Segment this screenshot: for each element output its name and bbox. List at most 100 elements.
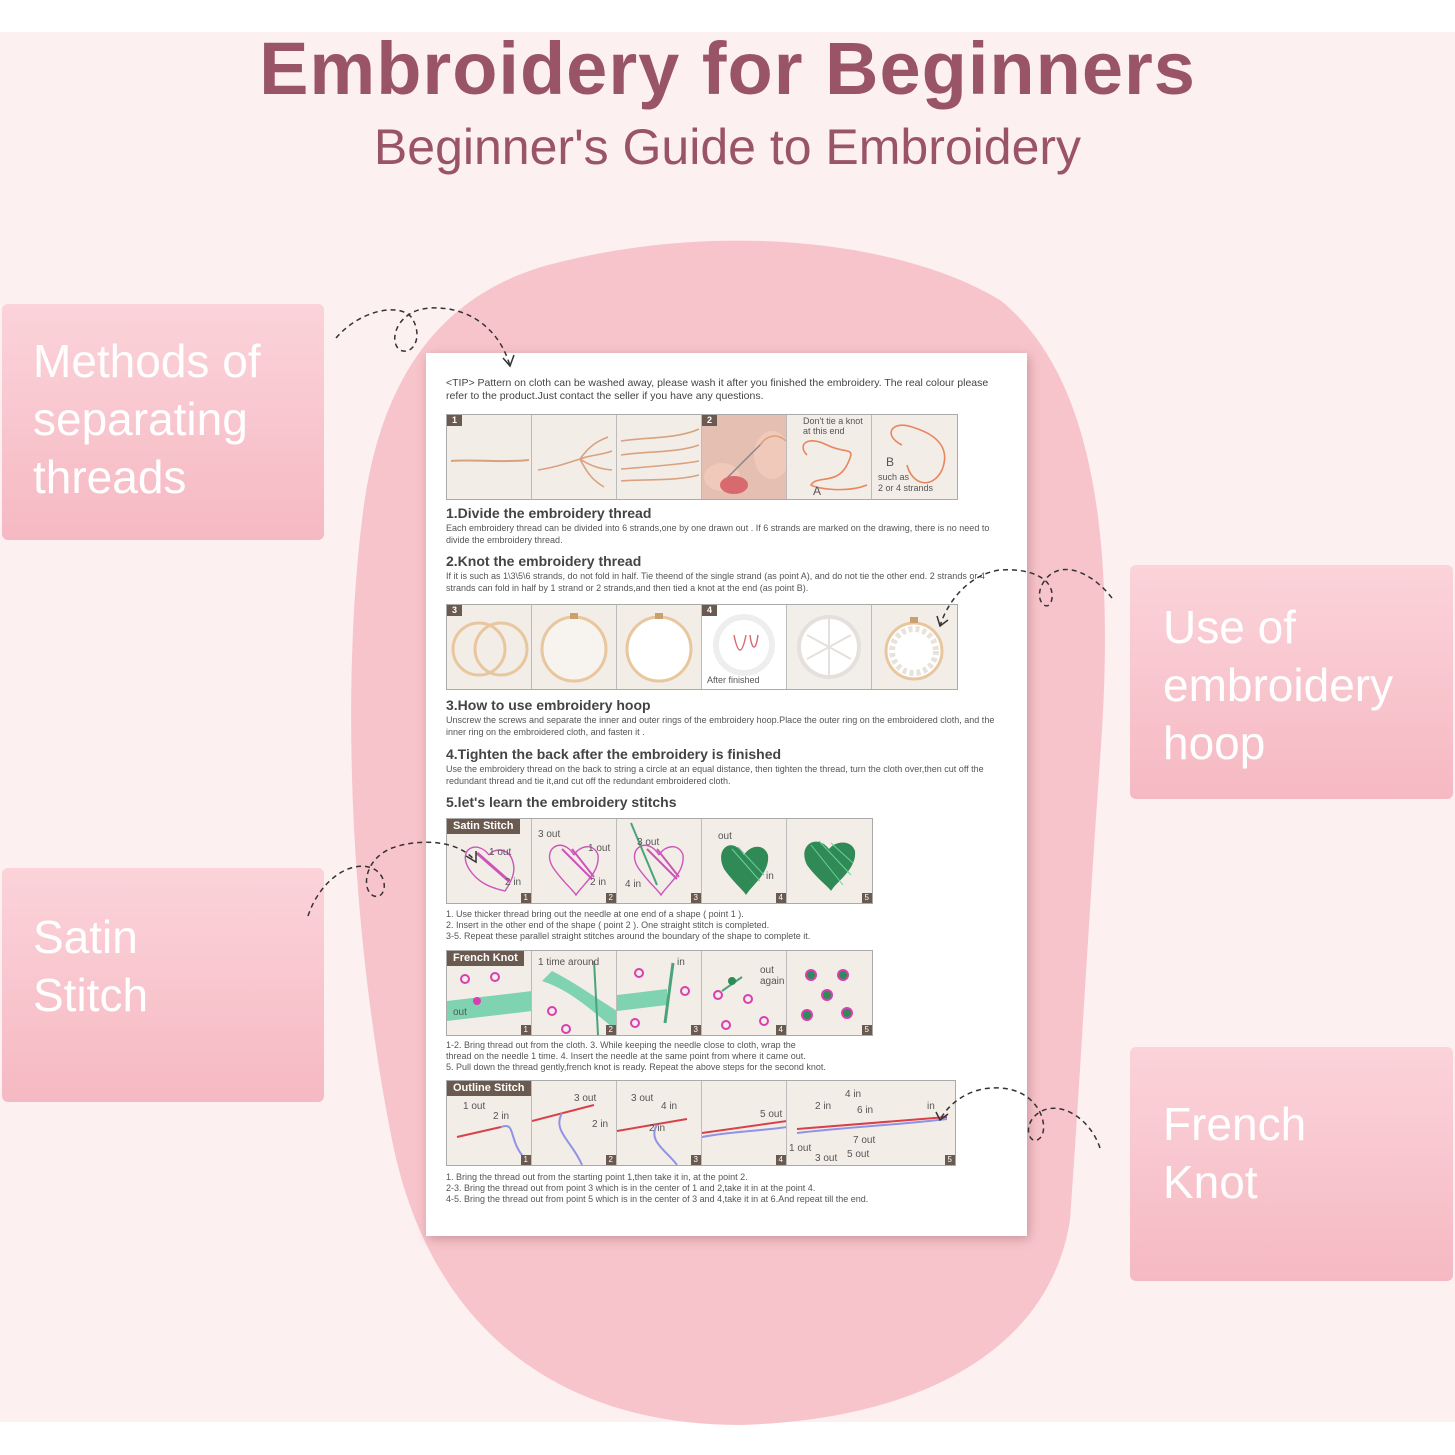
stitch-label: 3 out xyxy=(631,1093,654,1104)
outline-stitch-strip: Outline Stitch 1 out 2 in 1 3 out 2 in 2… xyxy=(446,1080,956,1166)
french-desc: 5. Pull down the thread gently,french kn… xyxy=(446,1062,826,1072)
outline-desc: 4-5. Bring the thread out from point 5 w… xyxy=(446,1194,869,1204)
stitch-label: 6 in xyxy=(857,1105,874,1116)
strip-panel xyxy=(532,415,617,499)
step-number: 5 xyxy=(944,1155,955,1165)
stitch-label: 3 out xyxy=(637,837,660,848)
strip-panel xyxy=(872,605,957,689)
callout-satin-stitch: Satin Stitch xyxy=(2,868,324,1102)
strip-panel: 5 xyxy=(787,819,872,903)
stitch-label: 1 out xyxy=(789,1143,812,1154)
stitch-label: 3 out xyxy=(815,1153,838,1164)
stitch-label: 4 in xyxy=(845,1089,862,1100)
strip-panel: 3 out 4 in 2 in 3 xyxy=(617,1081,702,1165)
stitch-label: 2 in xyxy=(493,1111,510,1122)
strip-panel: Satin Stitch 1 out 2 in 1 xyxy=(447,819,532,903)
strip-panel: 5 xyxy=(787,951,872,1035)
stitch-label: 5 out xyxy=(760,1109,783,1120)
stitch-label: in xyxy=(766,871,774,882)
strip-panel: 1 xyxy=(447,415,532,499)
step-number: 2 xyxy=(605,893,616,903)
tip-text: <TIP> Pattern on cloth can be washed awa… xyxy=(446,377,989,402)
step-number: 2 xyxy=(702,415,718,426)
stitch-label: out xyxy=(453,1007,467,1018)
after-finished-label: After finished xyxy=(707,675,760,685)
strip-panel: 3 out 2 in 2 xyxy=(532,1081,617,1165)
section-description: Unscrew the screws and separate the inne… xyxy=(446,715,995,737)
step-number: 4 xyxy=(775,893,786,903)
stitch-label: 4 in xyxy=(625,879,642,890)
strip-panel: 5 out 4 xyxy=(702,1081,787,1165)
callout-line: Stitch xyxy=(33,969,149,1021)
stitch-label: out xyxy=(718,831,732,842)
point-label: B xyxy=(886,455,895,469)
outline-desc: 2-3. Bring the thread out from point 3 w… xyxy=(446,1183,816,1193)
stitch-label: 5 out xyxy=(847,1149,870,1160)
stitch-label: 4 in xyxy=(661,1101,678,1112)
stitch-tag: Satin Stitch xyxy=(447,819,520,834)
callout-line: Satin xyxy=(33,911,138,963)
satin-desc: 1. Use thicker thread bring out the need… xyxy=(446,909,744,919)
step-number: 5 xyxy=(861,1025,872,1035)
strip-panel: 2 xyxy=(702,415,787,499)
french-desc: 1-2. Bring thread out from the cloth. 3.… xyxy=(446,1040,796,1050)
stitch-label: 2 in xyxy=(815,1101,832,1112)
strip-panel xyxy=(617,605,702,689)
callout-line: embroidery xyxy=(1163,659,1394,711)
strip-panel: in 3 xyxy=(617,951,702,1035)
stitch-label: 7 out xyxy=(853,1135,876,1146)
instruction-sheet: <TIP> Pattern on cloth can be washed awa… xyxy=(426,353,1027,1236)
strip-panel: French Knot out 1 xyxy=(447,951,532,1035)
callout-line: Knot xyxy=(1163,1156,1258,1208)
strip-panel: out in 4 xyxy=(702,819,787,903)
step-number: 4 xyxy=(702,605,718,616)
french-desc: thread on the needle 1 time. 4. Insert t… xyxy=(446,1051,806,1061)
section-title: 5.let's learn the embroidery stitchs xyxy=(446,794,677,810)
callout-line: hoop xyxy=(1163,717,1266,769)
step-number: 1 xyxy=(520,1155,531,1165)
strip-panel: 4 in 2 in 6 in 7 out 1 out 3 out 5 out i… xyxy=(787,1081,955,1165)
note-text: 2 or 4 strands xyxy=(878,483,934,493)
section-title: 4.Tighten the back after the embroidery … xyxy=(446,746,782,762)
stitch-label: out xyxy=(760,965,774,976)
strip-panel xyxy=(787,605,872,689)
strip-panel xyxy=(532,605,617,689)
callout-line: separating xyxy=(33,393,248,445)
section-title: 3.How to use embroidery hoop xyxy=(446,697,651,713)
stitch-label: 2 in xyxy=(590,877,607,888)
step-number: 3 xyxy=(690,1155,701,1165)
satin-desc: 3-5. Repeat these parallel straight stit… xyxy=(446,931,811,941)
thread-separation-strip: 1 2 Don't tie a knot at this end A B suc… xyxy=(446,414,958,500)
callout-line: Methods of xyxy=(33,335,261,387)
callout-separating-threads: Methods of separating threads xyxy=(2,304,324,540)
page-subtitle: Beginner's Guide to Embroidery xyxy=(373,119,1082,175)
strip-panel: out again 4 xyxy=(702,951,787,1035)
strip-panel: Don't tie a knot at this end A xyxy=(787,415,872,499)
stitch-tag: Outline Stitch xyxy=(447,1081,531,1096)
step-number: 1 xyxy=(520,1025,531,1035)
step-number: 1 xyxy=(520,893,531,903)
section-title: 1.Divide the embroidery thread xyxy=(446,505,652,521)
step-number: 3 xyxy=(690,1025,701,1035)
note-text: at this end xyxy=(803,426,845,436)
note-text: such as xyxy=(878,472,910,482)
stitch-label: 3 out xyxy=(538,829,561,840)
satin-desc: 2. Insert in the other end of the shape … xyxy=(446,920,770,930)
section-title: 2.Knot the embroidery thread xyxy=(446,553,642,569)
page-title: Embroidery for Beginners xyxy=(259,27,1196,110)
callout-line: French xyxy=(1163,1098,1307,1150)
strip-panel: B such as 2 or 4 strands xyxy=(872,415,957,499)
french-knot-strip: French Knot out 1 1 time around 2 in 3 o… xyxy=(446,950,873,1036)
section-description: If it is such as 1\3\5\6 strands, do not… xyxy=(446,571,985,593)
step-number: 1 xyxy=(447,415,463,426)
strip-panel: 3 out 4 in 3 xyxy=(617,819,702,903)
stitch-label: 1 time around xyxy=(538,957,600,968)
section-description: Each embroidery thread can be divided in… xyxy=(446,523,990,545)
callout-line: Use of xyxy=(1163,601,1296,653)
callout-embroidery-hoop: Use of embroidery hoop xyxy=(1130,565,1453,799)
step-number: 2 xyxy=(605,1025,616,1035)
strip-panel xyxy=(617,415,702,499)
stitch-label: 2 in xyxy=(592,1119,609,1130)
strip-panel: Outline Stitch 1 out 2 in 1 xyxy=(447,1081,532,1165)
stitch-tag: French Knot xyxy=(447,951,524,966)
